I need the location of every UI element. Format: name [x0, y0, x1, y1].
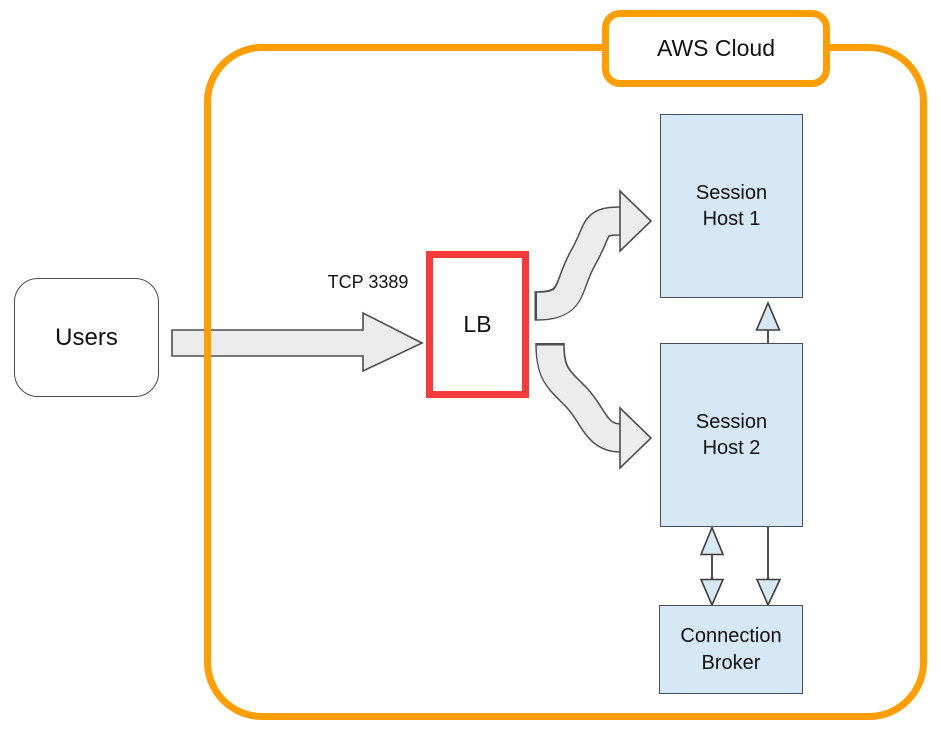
connection-broker-label-line2: Broker: [701, 651, 761, 674]
session-host-1-label-line2: Host 1: [702, 208, 761, 230]
session-host-1-label-line1: Session: [695, 181, 768, 204]
users-to-lb-arrow: [171, 311, 424, 373]
session-host-2-label-line2: Host 2: [702, 437, 761, 459]
aws-cloud-label-text: AWS Cloud: [656, 35, 776, 61]
session-host-1-node: Session Host 1: [660, 114, 803, 298]
users-node: Users: [14, 278, 159, 397]
session-host-2-broker-right-connector: [755, 527, 782, 607]
lb-label: LB: [463, 311, 492, 338]
session-host-2-node: Session Host 2: [660, 343, 803, 527]
users-label: Users: [55, 323, 118, 351]
tcp-3389-label: TCP 3389: [327, 272, 409, 292]
lb-to-session-host-2-arrow: [535, 342, 653, 470]
aws-cloud-label: AWS Cloud: [602, 10, 830, 87]
aws-cloud-boundary: [204, 44, 927, 720]
session-host-2-broker-left-connector: [699, 525, 725, 608]
session-host-2-to-1-connector: [755, 300, 781, 343]
session-host-2-label-line1: Session: [695, 410, 768, 433]
connection-broker-label-line1: Connection: [680, 625, 782, 648]
lb-node: LB: [426, 251, 529, 398]
connection-broker-node: Connection Broker: [659, 605, 803, 694]
lb-to-session-host-1-arrow: [533, 189, 653, 321]
